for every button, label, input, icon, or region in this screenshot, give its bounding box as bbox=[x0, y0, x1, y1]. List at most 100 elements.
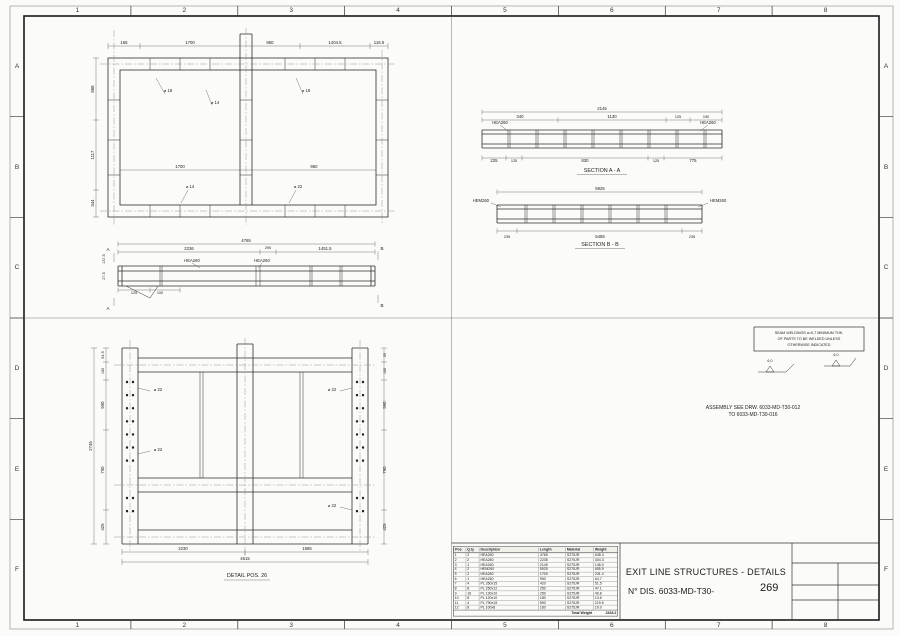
section-b-stiffeners bbox=[524, 205, 668, 223]
elevation-beam bbox=[117, 265, 376, 287]
dimension-label: 100 bbox=[157, 291, 163, 295]
parts-table-header-cell: Length bbox=[538, 547, 565, 552]
grid-ref-label: E bbox=[883, 465, 889, 473]
dimension-label: 137.5 bbox=[102, 254, 106, 264]
hole-callout: ⌀ 22 bbox=[294, 184, 303, 189]
dimension-label: 235 bbox=[689, 235, 695, 239]
grid-tick-marks bbox=[10, 6, 893, 629]
dimension-label: 2745 bbox=[88, 441, 93, 451]
hole-callout: ⌀ 22 bbox=[154, 387, 163, 392]
section-mark: A bbox=[106, 306, 110, 311]
dimension-label: 590 bbox=[382, 401, 387, 409]
plan-outer-frame bbox=[107, 57, 389, 218]
elevation-view: 2236 290 1451.5 4765 137.5 27.5 125 100 … bbox=[102, 238, 384, 311]
dimension-label: 2145 bbox=[597, 106, 607, 111]
parts-table-header-cell: Description bbox=[478, 547, 538, 552]
dimension-label: 1700 bbox=[185, 40, 195, 45]
section-a-dim-lines bbox=[481, 109, 723, 175]
hole-callout: ⌀ 14 bbox=[211, 100, 220, 105]
dimension-label: 125 bbox=[131, 291, 137, 295]
dimension-label: 425 bbox=[382, 523, 387, 531]
dimension-label: 425 bbox=[100, 523, 105, 531]
beam-label: HEM260 bbox=[473, 198, 490, 203]
plan-dim-lines bbox=[93, 43, 389, 218]
grid-ref-label: 4 bbox=[396, 7, 400, 14]
elevation-dim-lines bbox=[113, 241, 379, 306]
elevation-stiffeners bbox=[159, 266, 343, 286]
beam-label: HEM260 bbox=[710, 198, 727, 203]
grid-ref-label: C bbox=[14, 264, 20, 272]
sheet-number: 269 bbox=[760, 582, 779, 594]
grid-ref-label: 4 bbox=[396, 621, 400, 629]
detail-dim-lines bbox=[91, 347, 387, 581]
parts-table-header-cell: Weight bbox=[593, 547, 617, 552]
dimension-label: 1985 bbox=[302, 546, 312, 551]
dimension-label: 775 bbox=[689, 158, 697, 163]
grid-ref-label: B bbox=[14, 163, 20, 171]
hole-callout: ⌀ 22 bbox=[328, 503, 337, 508]
dimension-label: 2236 bbox=[184, 246, 194, 251]
dimension-label: 868 bbox=[90, 85, 95, 93]
section-b-caption: SECTION B - B bbox=[581, 242, 619, 248]
section-b-beam bbox=[496, 204, 703, 224]
weld-size-label: 6,0 bbox=[833, 353, 838, 357]
dimension-label: 290 bbox=[265, 246, 271, 250]
grid-ref-label: 7 bbox=[716, 621, 721, 629]
dimension-label: 160 bbox=[101, 368, 105, 374]
plan-centerlines bbox=[100, 28, 396, 225]
dimension-label: 4765 bbox=[241, 238, 251, 243]
grid-ref-label: B bbox=[883, 163, 889, 171]
total-weight-value: 2433.2 bbox=[605, 611, 617, 616]
grid-ref-label: F bbox=[884, 566, 888, 574]
grid-ref-label: E bbox=[14, 465, 20, 473]
sheet-divider-lines bbox=[24, 16, 879, 620]
weld-symbol-icon bbox=[824, 357, 857, 367]
assembly-note-line: TO 6033-MD-T30-016 bbox=[728, 412, 777, 418]
beam-label: HEA260 bbox=[700, 120, 716, 125]
hole-callout: ⌀ 18 bbox=[302, 88, 311, 93]
dimension-label: 5925 bbox=[595, 186, 605, 191]
weld-note-line: OTHERWISE INDICATED bbox=[788, 343, 831, 347]
dimension-label: 54.5 bbox=[101, 351, 105, 358]
dimension-label: 1117 bbox=[90, 150, 95, 160]
detail-caption: DETAIL POS. 26 bbox=[227, 573, 267, 579]
parts-table-header-cell: Pos bbox=[453, 547, 466, 552]
dimension-label: 5455 bbox=[595, 234, 605, 239]
grid-ref-label: 6 bbox=[610, 7, 614, 14]
detail-bolt-rows bbox=[125, 380, 365, 526]
grid-ref-label: D bbox=[14, 364, 20, 372]
grid-ref-label: C bbox=[883, 264, 889, 272]
beam-label: HEA260 bbox=[254, 258, 270, 263]
section-a-view: 2145 340 1130 125 190 225 125 830 125 77… bbox=[481, 106, 723, 175]
section-a-caption: SECTION A - A bbox=[584, 168, 621, 174]
dimension-label: 1404.5 bbox=[328, 40, 342, 45]
weld-symbol-icon bbox=[758, 363, 795, 373]
drawing-title: EXIT LINE STRUCTURES - DETAILS bbox=[625, 567, 787, 577]
section-mark: B bbox=[380, 246, 383, 251]
dimension-label: 125 bbox=[511, 159, 517, 163]
parts-table-header-cell: Q.ty bbox=[465, 547, 479, 552]
dimension-label: 27.5 bbox=[102, 272, 106, 279]
grid-ref-label: 5 bbox=[503, 621, 507, 629]
section-b-view: 5925 235 5455 235 HEM260 HEM260 SECTION … bbox=[473, 186, 727, 249]
section-a-stiffeners bbox=[507, 130, 707, 148]
assembly-note: ASSEMBLY SEE DRW. 6033-MD-T30-012 TO 603… bbox=[706, 405, 801, 418]
dimension-label: 590 bbox=[100, 401, 105, 409]
detail-view: 54.5 160 590 790 425 2745 55 160 590 790… bbox=[88, 338, 387, 581]
grid-ref-label: 5 bbox=[503, 7, 507, 14]
dimension-label: 790 bbox=[100, 466, 105, 474]
